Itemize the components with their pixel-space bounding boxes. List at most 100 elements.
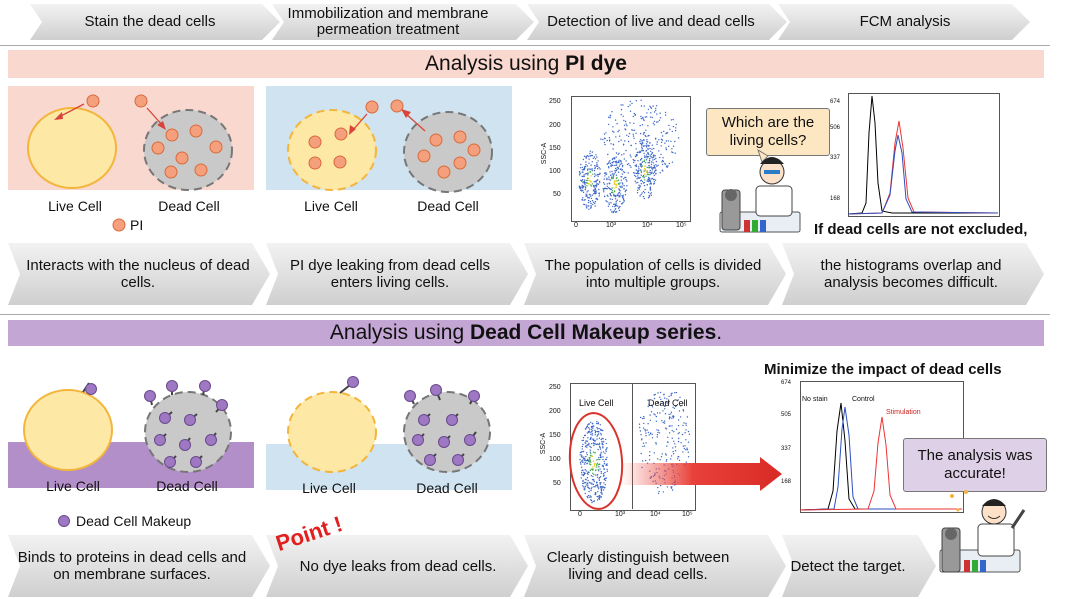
scatter-point: [633, 122, 635, 125]
scatter-point: [672, 118, 674, 121]
scatter-point: [635, 165, 638, 168]
scatter-point: [668, 124, 670, 127]
dcm-gate-live-label: Live Cell: [579, 398, 614, 408]
scatter-point: [674, 446, 677, 448]
scatter-point: [591, 161, 593, 163]
scatter-point: [671, 151, 673, 153]
scatter-point: [622, 196, 624, 198]
scatter-point: [641, 161, 643, 163]
scatter-point: [610, 143, 612, 145]
pi-caption-2: PI dye leaking from dead cells enters li…: [289, 257, 491, 291]
pi-panel-1-cells: [27, 94, 233, 191]
scatter-point: [586, 165, 588, 167]
scatter-point: [595, 190, 597, 192]
scatter-point: [607, 205, 610, 207]
scatter-point: [584, 179, 586, 181]
scatter-point: [586, 495, 588, 498]
scatter-point: [635, 154, 638, 156]
scatter-point: [629, 110, 632, 112]
scatter-point: [647, 197, 650, 199]
scatter-point: [640, 165, 642, 167]
scatter-point: [598, 497, 600, 500]
scatter-point: [620, 104, 622, 106]
scatter-point: [659, 117, 662, 119]
scatter-point: [602, 182, 605, 184]
scatter-point: [634, 174, 636, 177]
scatter-point: [645, 435, 647, 437]
scatter-point: [655, 137, 657, 139]
scatter-point: [583, 186, 585, 188]
scatter-point: [685, 424, 687, 426]
scatter-point: [584, 199, 586, 201]
scatter-point: [661, 139, 664, 141]
dcm-hist-y-tick-2: 337: [781, 446, 792, 452]
scatter-point: [596, 162, 598, 164]
scatter-point: [623, 188, 625, 190]
scatter-point: [605, 200, 607, 202]
scatter-point: [646, 146, 648, 148]
scatter-point: [631, 102, 633, 105]
scatter-point: [629, 154, 631, 156]
scatter-point: [595, 165, 598, 167]
scatter-point: [661, 163, 664, 166]
pi-legend-dot: [112, 218, 126, 232]
scatter-point: [582, 450, 584, 453]
scatter-point: [641, 124, 644, 126]
scatter-point: [580, 179, 582, 182]
scatter-point: [593, 156, 596, 158]
scatter-point: [674, 443, 676, 445]
scatter-point: [581, 184, 583, 187]
scatter-point: [682, 445, 684, 447]
pi-callout-bubble: Which are the living cells?: [706, 108, 830, 156]
scatter-point: [606, 463, 608, 465]
scatter-point: [663, 130, 665, 133]
scatter-point: [670, 455, 673, 457]
scatter-point: [584, 492, 586, 495]
scatter-point: [617, 153, 619, 156]
dcm-legend-label: Dead Cell Makeup: [76, 513, 192, 529]
scatter-point: [638, 172, 640, 175]
confused-scientist-illustration: [719, 148, 801, 233]
scatter-point: [600, 488, 603, 490]
scatter-point: [635, 175, 637, 178]
scatter-point: [588, 423, 590, 425]
scatter-point: [594, 452, 596, 454]
scatter-point: [592, 157, 595, 160]
scatter-point: [606, 468, 608, 471]
scatter-point: [645, 143, 648, 145]
scatter-point: [659, 459, 661, 461]
scatter-point: [653, 167, 655, 169]
scatter-point: [614, 208, 616, 210]
scatter-point: [594, 440, 597, 442]
scatter-point: [613, 210, 616, 212]
scatter-point: [592, 500, 594, 503]
scatter-point: [601, 487, 603, 489]
scatter-point: [589, 457, 591, 459]
scatter-point: [602, 189, 605, 191]
scatter-point: [641, 157, 643, 160]
scatter-point: [599, 454, 601, 456]
scatter-point: [660, 456, 663, 458]
scatter-point: [664, 163, 667, 166]
scatter-point: [606, 178, 608, 181]
scatter-point: [658, 432, 661, 434]
scatter-point: [586, 453, 588, 456]
scatter-point: [670, 486, 672, 488]
scatter-point: [594, 165, 596, 167]
scatter-point: [611, 164, 614, 166]
scatter-point: [655, 107, 657, 110]
pi-hist-y-tick-0: 674: [830, 99, 841, 105]
scatter-point: [613, 195, 615, 197]
scatter-point: [613, 193, 615, 196]
scatter-point: [590, 206, 592, 208]
scatter-point: [598, 173, 601, 175]
scatter-point: [581, 169, 584, 171]
scatter-point: [666, 398, 668, 400]
scatter-point: [671, 148, 673, 150]
scatter-point: [675, 405, 677, 408]
dcm-title-bold: Dead Cell Makeup series: [469, 321, 717, 344]
scatter-point: [589, 180, 591, 183]
scatter-point: [598, 488, 600, 490]
dcm-title-bar: Analysis using Dead Cell Makeup series.: [8, 320, 1044, 346]
scatter-point: [604, 478, 606, 480]
